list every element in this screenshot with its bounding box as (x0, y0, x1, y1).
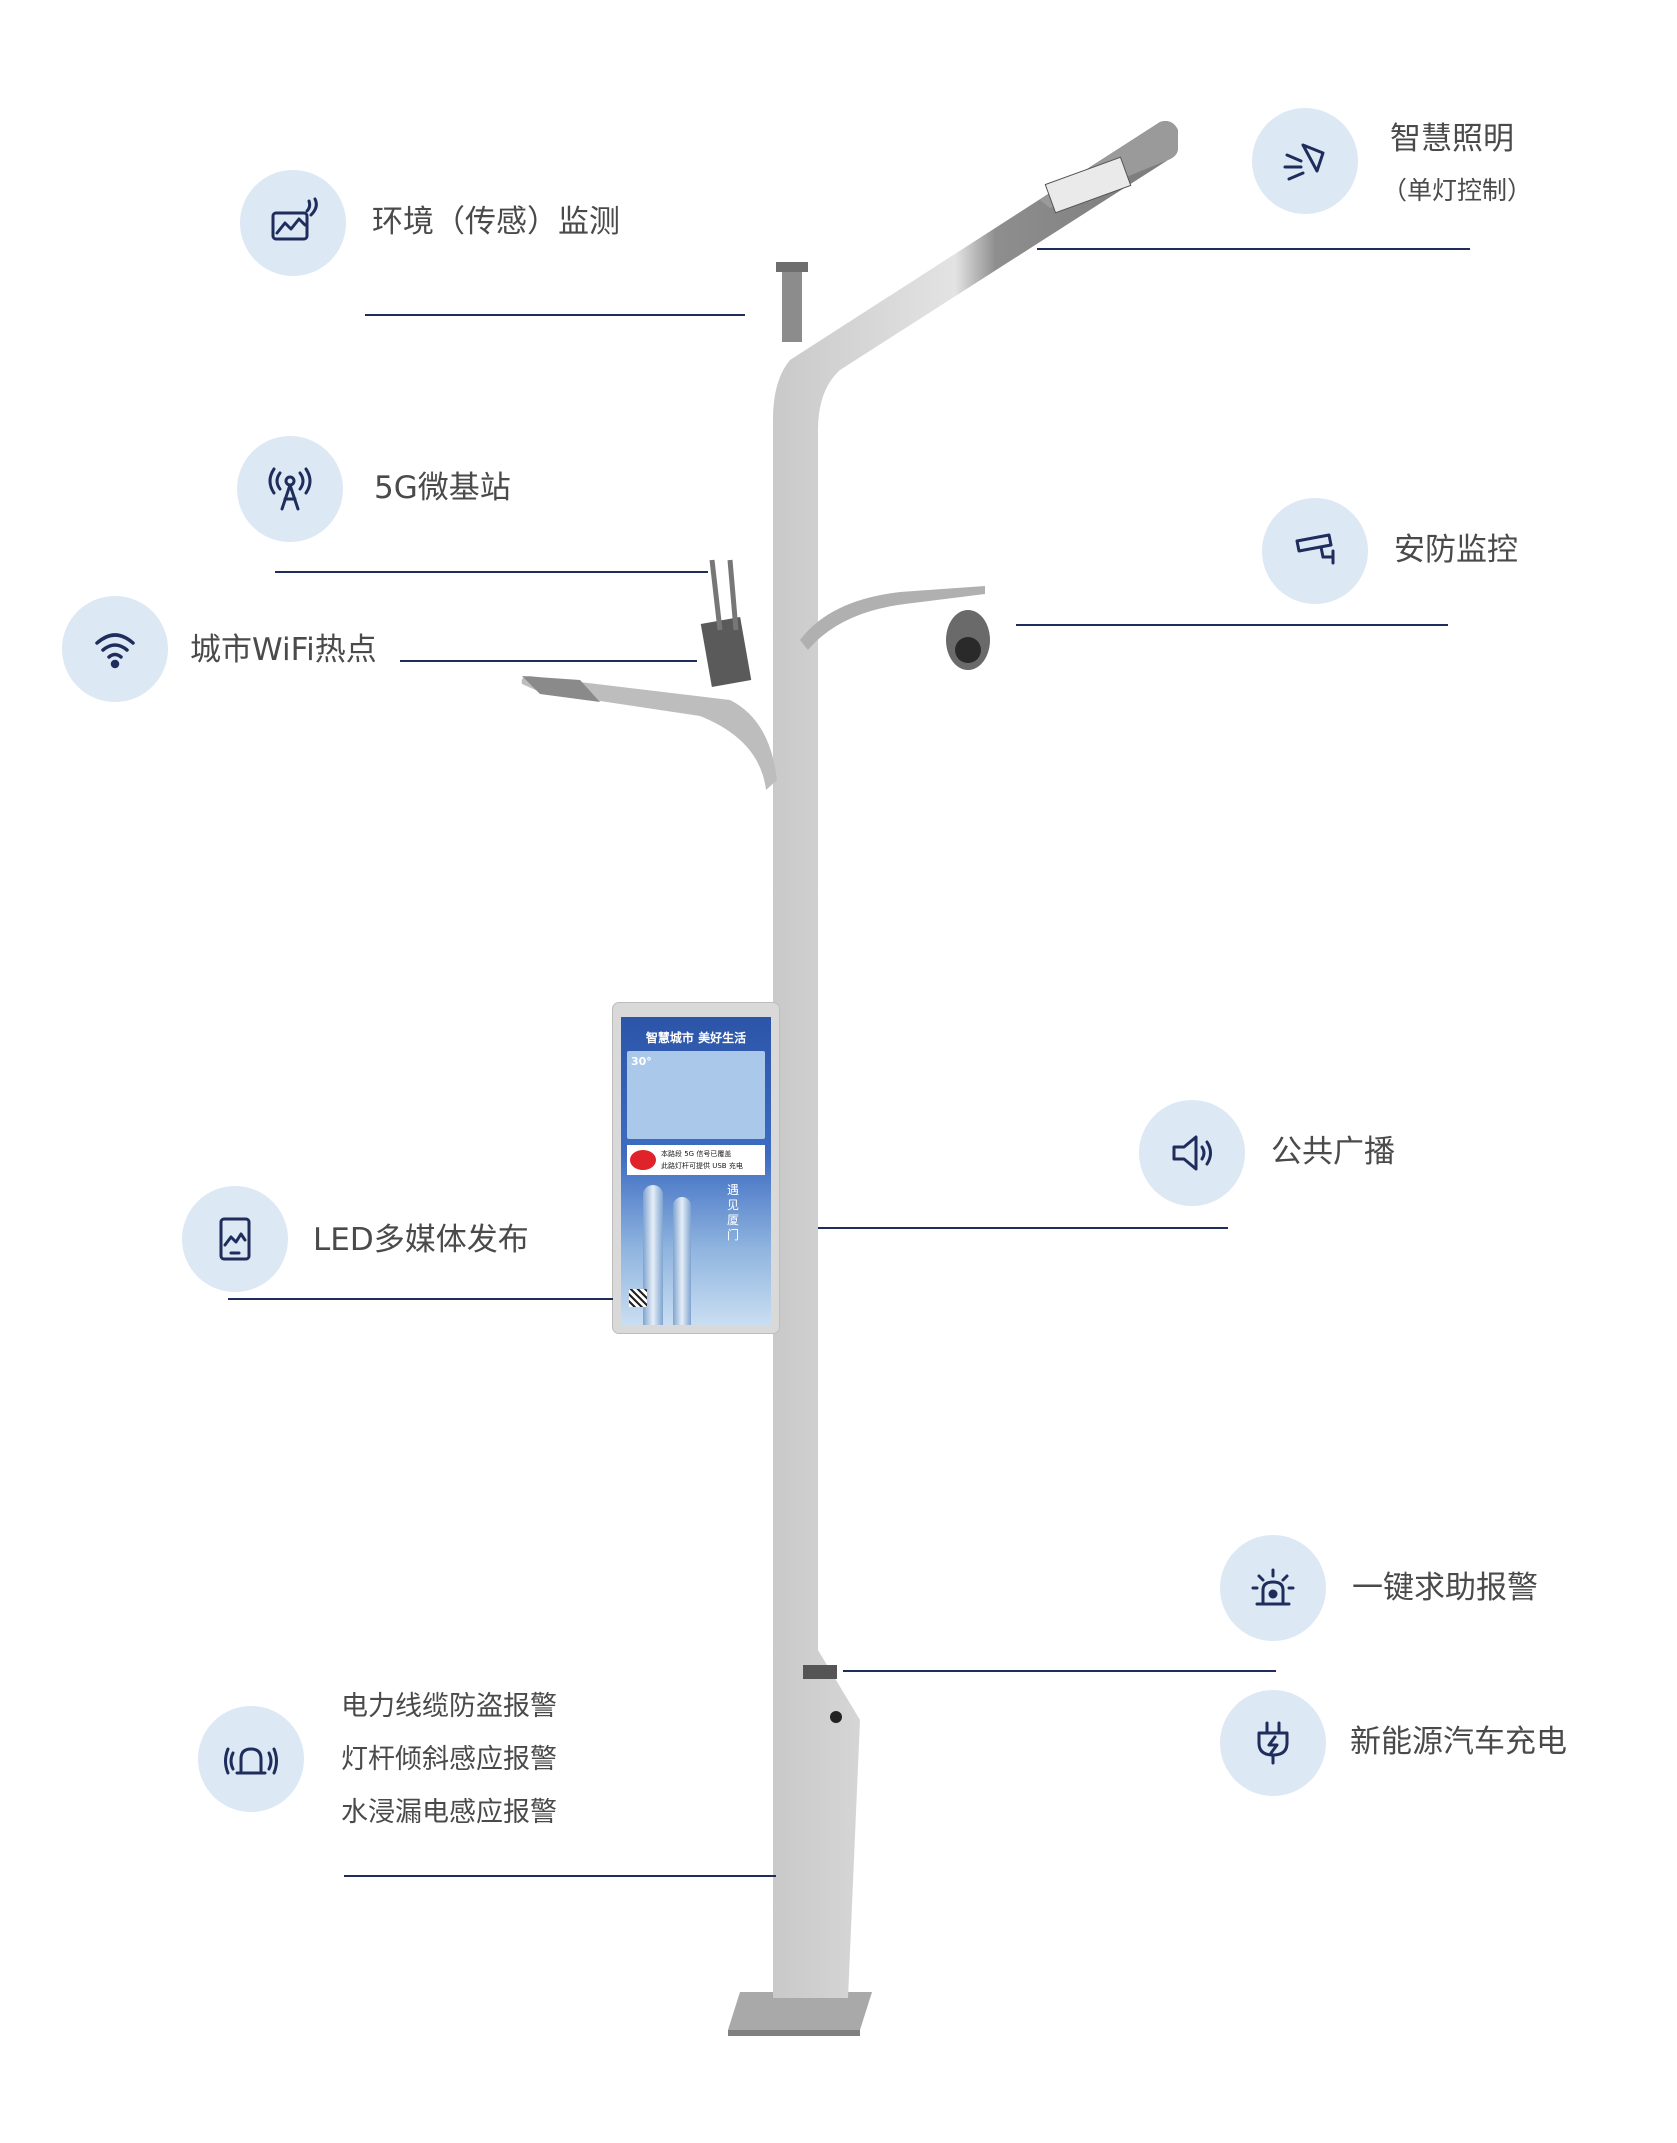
alarm-item: 水浸漏电感应报警 (341, 1797, 557, 1828)
fiveg-leader-line (275, 571, 708, 573)
pole-shaft (773, 121, 1178, 1998)
wifi-icon (62, 596, 168, 702)
env-label: 环境（传感）监测 (372, 204, 620, 240)
security-label: 安防监控 (1394, 532, 1518, 568)
alarm-item: 电力线缆防盗报警 (341, 1691, 557, 1722)
telecom-ad: 本路段 5G 信号已覆盖 此路灯杆可提供 USB 充电 (627, 1145, 765, 1175)
charging-plug-icon (1220, 1690, 1326, 1796)
lighting-sublabel: （单灯控制） (1382, 176, 1533, 205)
broadcast-label: 公共广播 (1271, 1134, 1395, 1170)
lighting-leader-line (1037, 248, 1470, 250)
tower-image (643, 1185, 663, 1325)
wifi-label: 城市WiFi热点 (190, 632, 377, 668)
telecom-logo-icon (630, 1150, 656, 1170)
camera-arm (800, 586, 985, 650)
emergency-light-icon (1220, 1535, 1326, 1641)
speaker-icon (1139, 1100, 1245, 1206)
alarm-siren-icon (198, 1706, 304, 1812)
alarms-leader-line (344, 1875, 776, 1877)
tablet-media-icon (182, 1186, 288, 1292)
led-module (1044, 156, 1132, 214)
environment-sensor (782, 262, 802, 342)
ev-label: 新能源汽车充电 (1350, 1724, 1567, 1760)
antenna-tower-icon (237, 436, 343, 542)
lamp-arm-left (521, 676, 777, 790)
alarm-list: 电力线缆防盗报警 灯杆倾斜感应报警 水浸漏电感应报警 (341, 1680, 557, 1839)
fiveg-label: 5G微基站 (374, 470, 511, 506)
antenna-5g (700, 617, 752, 687)
sos-panel (803, 1665, 837, 1679)
lighting-label: 智慧照明 (1390, 121, 1514, 157)
security-leader-line (1016, 624, 1448, 626)
ad-line-1: 本路段 5G 信号已覆盖 (661, 1150, 732, 1158)
screen-title: 智慧城市 美好生活 (645, 1031, 747, 1045)
led-label: LED多媒体发布 (313, 1222, 529, 1258)
vertical-slogan: 遇见厦门 (726, 1183, 739, 1242)
sos-leader-line (843, 1670, 1276, 1672)
weather-panel: 30° (627, 1051, 765, 1139)
wifi-leader-line (400, 660, 697, 662)
qr-code-icon (629, 1289, 647, 1307)
ad-line-2: 此路灯杆可提供 USB 充电 (661, 1162, 743, 1170)
environment-monitor-icon (240, 170, 346, 276)
led-display: 智慧城市 美好生活 30° 本路段 5G 信号已覆盖 此路灯杆可提供 USB 充… (613, 1003, 779, 1333)
led-leader-line (228, 1298, 613, 1300)
street-lamp-icon (1252, 108, 1358, 214)
broadcast-leader-line (818, 1227, 1228, 1229)
led-display-content: 智慧城市 美好生活 30° 本路段 5G 信号已覆盖 此路灯杆可提供 USB 充… (621, 1017, 771, 1325)
security-camera-icon (1262, 498, 1368, 604)
weather-temperature: 30° (631, 1055, 652, 1068)
lamp-head-left (522, 676, 600, 702)
tower-image (673, 1197, 691, 1325)
sos-label: 一键求助报警 (1352, 1570, 1538, 1606)
alarm-item: 灯杆倾斜感应报警 (341, 1744, 557, 1775)
env-leader-line (365, 314, 745, 316)
pole-base-plate (728, 1992, 872, 2030)
